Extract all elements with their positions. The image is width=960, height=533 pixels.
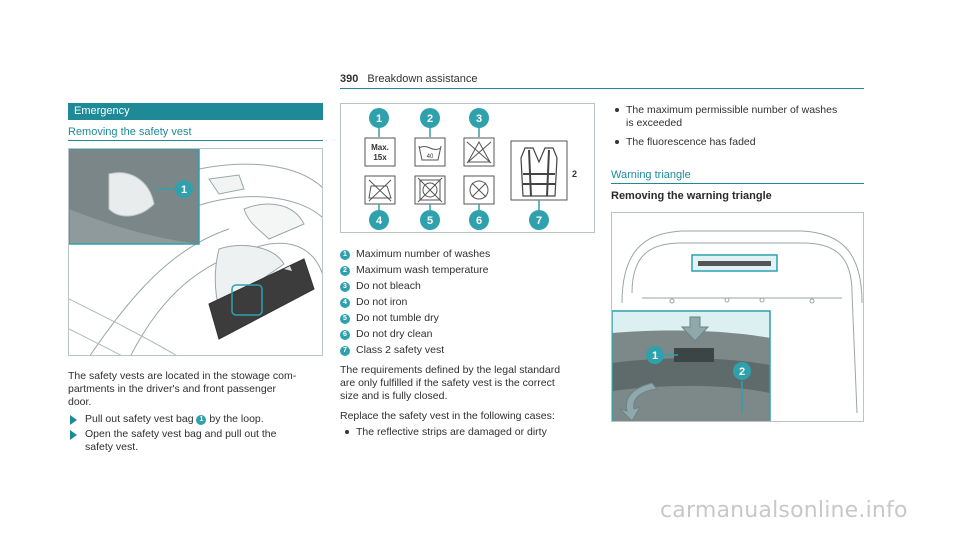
legend-item-1: 1 Maximum number of washes (340, 248, 490, 261)
figure-callout-1: 1 (181, 184, 187, 196)
legend-item-2: 2 Maximum wash temperature (340, 264, 488, 277)
stowage-paragraph-line: partments in the driver's and front pass… (68, 383, 277, 395)
door-illustration: 1 (69, 149, 322, 355)
callout-bottom-4: 4 (369, 204, 389, 230)
legend-text: Do not bleach (356, 280, 421, 292)
callout-number: 4 (376, 215, 383, 227)
legend-text: Maximum number of washes (356, 248, 491, 260)
callout-top-1: 1 (369, 108, 389, 137)
step-text: by the loop. (206, 413, 264, 425)
requirements-line: are only fulfilled if the safety vest is… (340, 377, 555, 389)
callout-top-2: 2 (420, 108, 440, 137)
safety-vest-symbol: 2 (510, 140, 577, 201)
bullet-text: The reflective strips are damaged or dir… (356, 426, 547, 438)
legend-text: Do not iron (356, 296, 408, 308)
max-washes-line: Max. (371, 143, 389, 152)
legend-item-3: 3 Do not bleach (340, 280, 421, 293)
legend-text: Maximum wash temperature (356, 264, 489, 276)
callout-number: 5 (427, 215, 433, 227)
step-text: Pull out safety vest bag (85, 413, 197, 425)
subtitle-removing-safety-vest: Removing the safety vest (68, 126, 192, 138)
heading-removing-warning-triangle: Removing the warning triangle (611, 190, 772, 202)
legend-text: Do not tumble dry (356, 312, 439, 324)
no-dry-clean-symbol (463, 175, 495, 205)
legend-item-7: 7 Class 2 safety vest (340, 344, 444, 357)
bullet-fluorescence-faded: The fluorescence has faded (612, 136, 864, 149)
stowage-paragraph-line: door. (68, 396, 92, 408)
callout-bottom-6: 6 (469, 204, 489, 230)
callout-badge-1: 1 (196, 415, 207, 425)
legend-badge: 3 (340, 282, 350, 292)
callout-bottom-5: 5 (420, 204, 440, 230)
bullet-dot (615, 140, 619, 144)
callout-number: 3 (476, 113, 482, 125)
callout-number: 6 (476, 215, 482, 227)
legend-badge: 2 (340, 266, 350, 276)
step-arrow-icon (70, 430, 77, 440)
requirements-line: The requirements defined by the legal st… (340, 364, 561, 376)
legend-badge: 6 (340, 330, 350, 340)
trunk-lid-figure: 1 2 (611, 212, 864, 422)
subtitle-warning-triangle: Warning triangle (611, 169, 691, 181)
legend-item-6: 6 Do not dry clean (340, 328, 432, 341)
page-number: 390 (340, 73, 359, 85)
vest-class-label: 2 (572, 169, 577, 179)
trunk-illustration: 1 2 (612, 213, 863, 421)
bullet-dot (615, 108, 619, 112)
step-pull-out-bag: Pull out safety vest bag 1 by the loop. (68, 413, 328, 426)
bullet-max-washes-exceeded: The maximum permissible number of washes… (612, 104, 864, 130)
legend-item-5: 5 Do not tumble dry (340, 312, 439, 325)
wash-temp-label: 40 (427, 154, 434, 160)
callout-number: 7 (536, 215, 542, 227)
requirements-line: size and is fully closed. (340, 390, 448, 402)
section-title-bar: Emergency (68, 103, 323, 120)
no-bleach-symbol (463, 137, 495, 167)
requirements-paragraph: The requirements defined by the legal st… (340, 364, 598, 403)
bullet-text: is exceeded (626, 117, 683, 129)
warning-triangle-rule (611, 183, 864, 184)
step-text: safety vest. (85, 441, 139, 453)
bullet-dot (345, 430, 349, 434)
legend-badge: 1 (340, 250, 350, 260)
header-rule (340, 88, 864, 89)
stowage-paragraph: The safety vests are located in the stow… (68, 370, 328, 409)
no-tumble-dry-symbol (414, 175, 446, 205)
legend-badge: 4 (340, 298, 350, 308)
page-header: 390 Breakdown assistance (340, 73, 477, 85)
care-symbols-illustration: 1 2 3 Max. 15x 40 (364, 108, 577, 230)
callout-number: 1 (376, 113, 382, 125)
bullet-text: The fluorescence has faded (626, 136, 756, 148)
trunk-callout-1: 1 (652, 350, 658, 362)
trunk-callout-2: 2 (739, 366, 745, 378)
legend-badge: 5 (340, 314, 350, 324)
replace-paragraph: Replace the safety vest in the following… (340, 410, 555, 422)
max-washes-line: 15x (373, 153, 387, 162)
step-arrow-icon (70, 415, 77, 425)
legend-badge: 7 (340, 346, 350, 356)
legend-text: Class 2 safety vest (356, 344, 445, 356)
stowage-paragraph-line: The safety vests are located in the stow… (68, 370, 297, 382)
step-open-bag: Open the safety vest bag and pull out th… (68, 428, 328, 454)
wash-temperature-symbol: 40 (414, 137, 446, 167)
callout-bottom-7: 7 (529, 200, 549, 230)
max-washes-symbol: Max. 15x (364, 137, 396, 167)
legend-text: Do not dry clean (356, 328, 433, 340)
care-symbols-figure: 1 2 3 Max. 15x 40 (340, 103, 595, 233)
callout-top-3: 3 (469, 108, 489, 137)
door-stowage-figure: 1 (68, 148, 323, 356)
subtitle-rule (68, 140, 323, 141)
watermark: carmanualsonline.info (660, 498, 908, 523)
step-text: Open the safety vest bag and pull out th… (85, 428, 277, 440)
callout-number: 2 (427, 113, 433, 125)
bullet-reflective-strips: The reflective strips are damaged or dir… (342, 426, 598, 439)
section-title: Emergency (74, 105, 130, 117)
bullet-text: The maximum permissible number of washes (626, 104, 838, 116)
header-section-title: Breakdown assistance (367, 73, 478, 85)
no-iron-symbol (364, 175, 396, 205)
legend-item-4: 4 Do not iron (340, 296, 407, 309)
